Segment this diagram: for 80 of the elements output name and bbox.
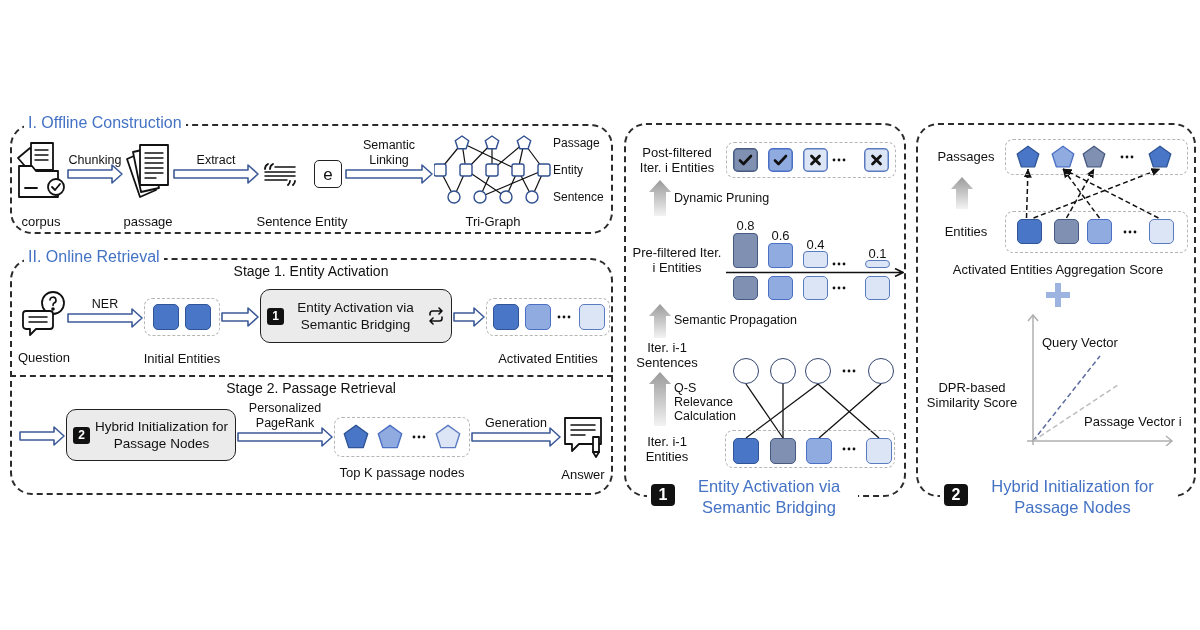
edge-label: Personalized PageRank — [247, 401, 323, 431]
hollow-arrow — [67, 308, 143, 328]
row-label: Post-filtered Iter. i Entities — [638, 145, 716, 175]
entity-square — [733, 438, 759, 464]
stage-title: Stage 1. Entity Activation — [232, 263, 390, 279]
edge-label: Generation — [484, 416, 548, 431]
step-number: 1 — [651, 484, 675, 506]
entity-square — [1054, 219, 1079, 244]
hollow-arrow — [67, 164, 123, 184]
edge-label: Q-S Relevance Calculation — [674, 381, 737, 423]
icon-caption: Question — [18, 350, 70, 365]
process-box — [66, 409, 236, 461]
icon-caption: corpus — [21, 214, 61, 229]
connector-line — [745, 383, 784, 439]
group-caption: Initial Entities — [143, 351, 221, 366]
plot-caption: Activated Entities Aggregation Score — [951, 262, 1165, 277]
process-box — [260, 289, 452, 343]
entity-square — [1149, 219, 1174, 244]
hollow-arrow — [221, 307, 259, 327]
entity-symbol: e — [314, 160, 342, 188]
step-number: 2 — [944, 484, 968, 506]
dashed-arrow — [1062, 168, 1101, 219]
shaded-arrow — [649, 304, 671, 338]
axis-label: DPR-based Similarity Score — [925, 380, 1019, 410]
hollow-arrow — [237, 427, 333, 447]
edge-label: Semantic Linking — [361, 138, 417, 168]
panel-caption: Hybrid Initialization for Passage Nodes — [990, 476, 1155, 518]
hollow-arrow — [173, 164, 259, 184]
dashed-arrow — [1062, 168, 1160, 219]
row-label: Iter. i-1 Entities — [644, 434, 690, 464]
layer-label: Sentence — [553, 190, 604, 204]
graph-caption: Tri-Graph — [465, 214, 521, 229]
icon-caption: Sentence Entity — [256, 214, 348, 229]
dashed-arrow — [1032, 168, 1161, 219]
icon-caption: Answer — [561, 467, 605, 482]
entity-square — [1087, 219, 1112, 244]
hollow-arrow — [453, 307, 485, 327]
row-label: Iter. i-1 Sentences — [632, 340, 702, 370]
entity-square — [770, 438, 796, 464]
hollow-arrow — [345, 164, 433, 184]
layer-label: Entity — [553, 163, 583, 177]
edge-label: Extract — [195, 153, 237, 168]
layer-label: Passage — [553, 136, 600, 150]
edge-label: Chunking — [67, 153, 123, 168]
shaded-arrow — [649, 180, 671, 216]
edge-label: NER — [90, 297, 120, 312]
shaded-arrow — [951, 177, 973, 209]
process-label: Hybrid Initialization for Passage Nodes — [94, 418, 229, 452]
vector-label: Query Vector — [1042, 335, 1118, 350]
dashed-arrow — [1065, 168, 1095, 219]
row-label: Pre-filtered Iter. i Entities — [632, 245, 722, 275]
score-label: 0.4 — [805, 237, 826, 252]
hollow-arrow — [19, 426, 65, 446]
entity-square — [806, 438, 832, 464]
shaded-arrow — [649, 372, 671, 426]
connector-line — [782, 383, 784, 439]
passage-pentagon — [1148, 145, 1172, 168]
vector-label: Passage Vector i — [1084, 414, 1182, 429]
edge-label: Semantic Propagation — [674, 313, 798, 327]
icon-caption: passage — [123, 214, 173, 229]
step-number: 1 — [267, 307, 284, 325]
row-label: Passages — [936, 149, 996, 164]
group-caption: Activated Entities — [498, 351, 598, 366]
step-number: 2 — [73, 426, 90, 444]
group-caption: Top K passage nodes — [339, 465, 465, 480]
process-label: Entity Activation via Semantic Bridging — [296, 299, 415, 333]
edge-label: Dynamic Pruning — [674, 191, 771, 205]
row-label: Entities — [943, 224, 989, 239]
stage-title: Stage 2. Passage Retrieval — [225, 380, 397, 396]
score-label: 0.1 — [867, 246, 888, 261]
hollow-arrow — [471, 427, 561, 447]
entity-square — [1017, 219, 1042, 244]
score-label: 0.6 — [770, 228, 791, 243]
entity-square — [866, 438, 892, 464]
dashed-arrow — [1023, 168, 1032, 219]
passage-pentagon — [1051, 145, 1075, 168]
passage-pentagon — [1016, 145, 1040, 168]
passage-pentagon — [1082, 145, 1106, 168]
panel-caption: Entity Activation via Semantic Bridging — [696, 476, 842, 518]
score-label: 0.8 — [735, 218, 756, 233]
